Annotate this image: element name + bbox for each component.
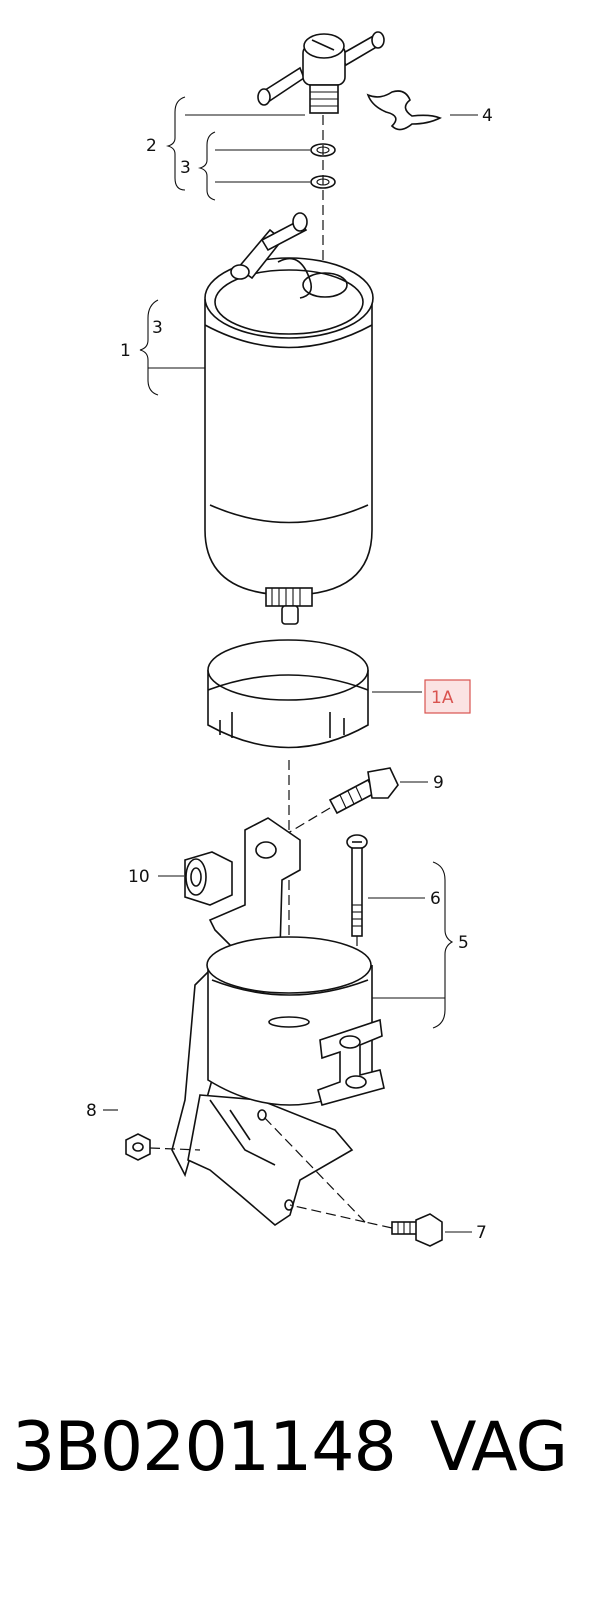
label-8: 8 [86,1101,97,1121]
label-1a-highlight [424,679,471,714]
brand-name: VAG [430,1408,568,1487]
label-4: 4 [482,106,493,126]
label-3-filter: 3 [152,318,163,338]
label-7: 7 [476,1223,487,1243]
label-2: 2 [146,136,157,156]
o-ring-upper [310,143,336,157]
label-6: 6 [430,889,441,909]
callout-lines [103,96,478,1233]
rubber-bushing-10 [184,851,233,906]
label-9: 9 [433,773,444,793]
spring-clip [366,90,442,131]
label-3-top: 3 [180,158,191,178]
part-number: 3B0201148 [12,1408,397,1487]
label-1a: 1A [431,688,454,708]
clamp-band [206,936,385,1106]
label-10: 10 [128,867,150,887]
t-connector-valve [257,31,385,114]
label-5: 5 [458,933,469,953]
label-1: 1 [120,341,131,361]
nut-8 [125,1133,201,1161]
bolt-7 [261,1114,443,1247]
mounting-bracket [171,817,354,1227]
retaining-ring [207,639,369,749]
fuel-filter-canister [204,212,374,625]
